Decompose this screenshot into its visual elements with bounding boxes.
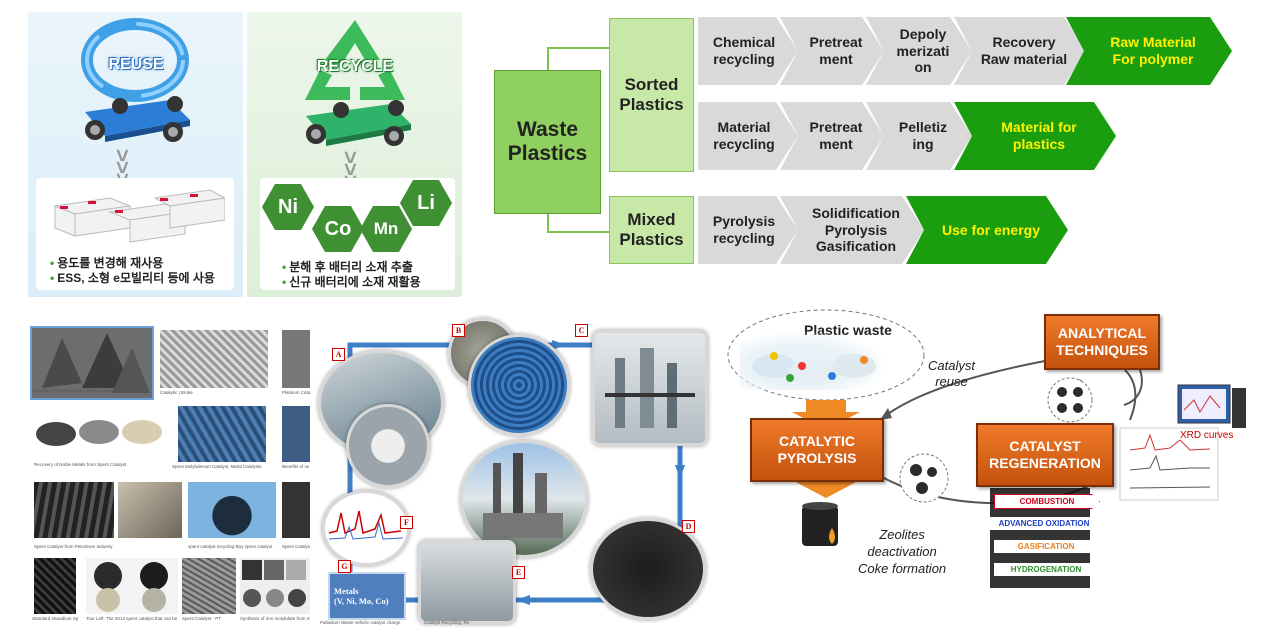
thumbnail: [182, 558, 236, 614]
thumbnail: [34, 558, 76, 614]
thumbnail-caption: Catalytic | Broke: [160, 390, 193, 395]
label-a: A: [332, 348, 345, 361]
metals-box: Metals (V, Ni, Mo, Co): [328, 572, 406, 620]
method-advanced-oxidation: ADVANCED OXIDATION: [988, 517, 1100, 530]
thumbnail: [282, 406, 310, 462]
label-c: C: [575, 324, 588, 337]
thumbnail-caption: Spent Catalyst from Petroleum Industry: [34, 544, 113, 549]
thumbnail-caption: spent catalyst recycling Buy spent catal…: [188, 544, 273, 549]
reuse-bullets: •용도를 변경해 재사용 •ESS, 소형 e모빌리티 등에 사용: [50, 256, 215, 286]
thumbnail-caption: Spent Molybdenum Catalyst, Metal Catalys…: [172, 464, 262, 469]
flow-step: Solidification Pyrolysis Gasification: [780, 196, 924, 264]
catalyst-regeneration-box: CATALYST REGENERATION: [976, 423, 1114, 487]
thumbnail-caption: Standard Vanadium Sp: [32, 616, 79, 621]
catalyst-reuse-label: Catalyst reuse: [928, 358, 975, 389]
flow-step: Pretreat ment: [780, 102, 884, 170]
ess-battery-icon: [53, 189, 225, 243]
recycle-label: RECYCLE: [316, 58, 394, 75]
flow-result: Material for plastics: [954, 102, 1116, 170]
method-gasification: GASIFICATION: [994, 540, 1098, 553]
zeolites-label: Zeolites deactivation Coke formation: [858, 527, 947, 576]
label-f: F: [400, 516, 413, 529]
list-item: •신규 배터리에 소재 재활용: [282, 275, 421, 289]
thumbnail: [34, 412, 164, 452]
thumbnail-caption: Synthesis of iron molybdate from moly: [240, 616, 310, 621]
plastic-bottles-icon: [752, 352, 876, 385]
list-item: •분해 후 배터리 소재 추출: [282, 260, 413, 274]
analytical-techniques-box: ANALYTICAL TECHNIQUES: [1044, 314, 1160, 370]
label-g: G: [338, 560, 351, 573]
flow-result: Raw Material For polymer: [1066, 17, 1232, 85]
refinery-photo: [460, 440, 588, 558]
thumbnail-caption: Recovery of Noble Metals from Spent Cata…: [34, 462, 127, 467]
list-item: •ESS, 소형 e모빌리티 등에 사용: [50, 271, 215, 285]
catalytic-pyrolysis-box: CATALYTIC PYROLYSIS: [750, 418, 884, 482]
flow-step: Chemical recycling: [698, 17, 798, 85]
thumbnail: [282, 330, 310, 388]
lab-photo: [418, 540, 516, 624]
granules-photo: [468, 334, 570, 436]
reuse-icon: [81, 18, 189, 102]
flow-step: Pyrolysis recycling: [698, 196, 798, 264]
label-d: D: [682, 520, 695, 533]
catalyst-image-grid: Vanadium Spent Catalyst | V Mo Catalyst …: [28, 322, 310, 622]
spent-catalyst-photo: [590, 518, 706, 620]
flow-step: Recovery Raw material: [954, 17, 1086, 85]
method-hydrogenation: HYDROGENATION: [994, 563, 1098, 576]
thumbnail: [240, 558, 310, 614]
thumbnail: [86, 558, 178, 614]
reuse-label: REUSE: [108, 56, 164, 73]
battery-chassis-icon: [85, 96, 190, 142]
shredder-photo: [346, 404, 430, 488]
thumbnail-caption: Benefits of us: [282, 464, 310, 469]
recycle-icon: [305, 20, 405, 100]
list-item: •용도를 변경해 재사용: [50, 256, 164, 270]
battery-chassis-icon: [306, 100, 411, 146]
thumbnail: [118, 482, 182, 538]
xrd-photo: [322, 490, 410, 566]
thumbnail: [30, 326, 154, 400]
mixed-plastics-box: Mixed Plastics: [609, 196, 694, 264]
thumbnail: [188, 482, 276, 538]
flow-result: Use for energy: [906, 196, 1068, 264]
thumbnail-caption: Tour Left: The 2013 spent catalyst that …: [86, 616, 178, 621]
waste-plastics-box: Waste Plastics: [494, 70, 601, 214]
thumbnail: [282, 482, 310, 538]
thumbnail-caption: Palladium Waste vehicle catalyst charge: [320, 620, 401, 625]
sorted-plastics-box: Sorted Plastics: [609, 18, 694, 172]
xrd-curves-label: XRD curves: [1180, 430, 1234, 441]
label-e: E: [512, 566, 525, 579]
recycle-bullets: •분해 후 배터리 소재 추출 •신규 배터리에 소재 재활용: [282, 260, 421, 290]
thumbnail: [160, 330, 268, 388]
label-b: B: [452, 324, 465, 337]
thumbnail-caption: Spent Catalyst - PT: [182, 616, 222, 621]
thumbnail-caption: Spent Catalys: [282, 544, 310, 549]
flow-step: Material recycling: [698, 102, 798, 170]
thumbnail: [178, 406, 266, 462]
thumbnail-caption: Platinum Catalyst: [282, 390, 310, 395]
thumbnail-caption: Catalyst Recycling, Re: [424, 620, 470, 625]
thumbnail-caption: Vanadium Spent Catalyst | V Mo Catalyst …: [32, 388, 125, 393]
thumbnail: [34, 482, 114, 538]
flow-step: Depoly merizati on: [866, 17, 972, 85]
metals-label: Metals (V, Ni, Mo, Co): [334, 586, 389, 606]
plant-photo: [592, 330, 708, 446]
method-combustion: COMBUSTION: [994, 494, 1100, 509]
